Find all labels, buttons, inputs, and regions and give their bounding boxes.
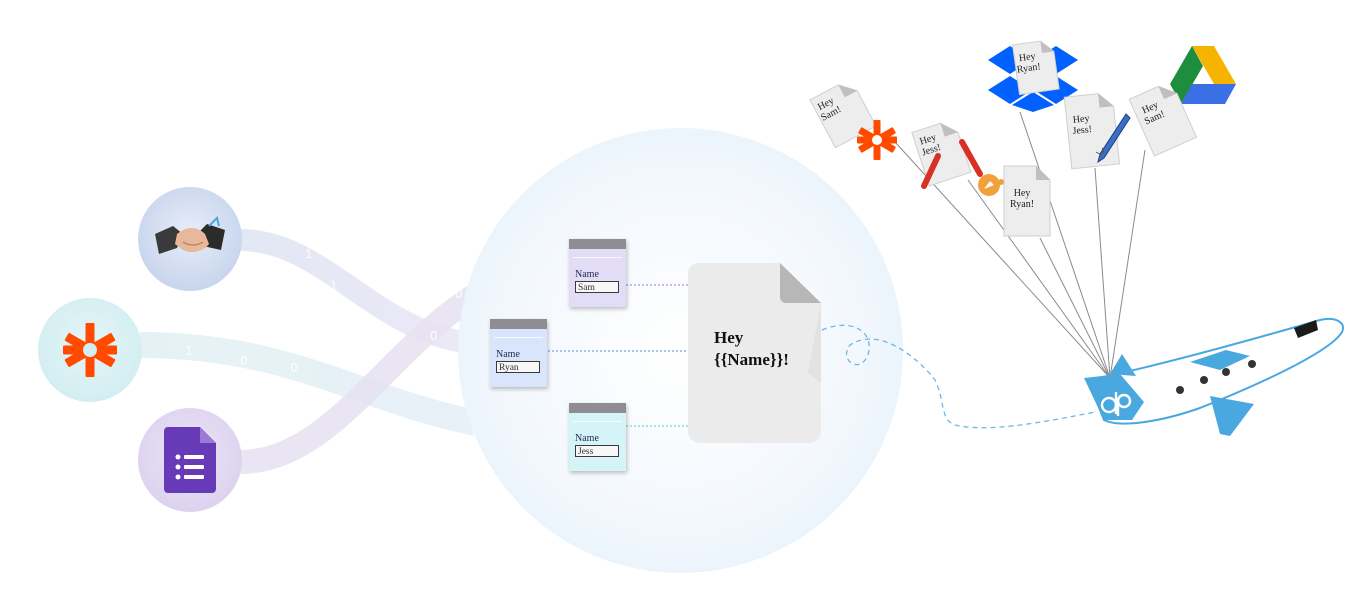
form-card-sam: Name Sam xyxy=(569,239,626,307)
name-field[interactable]: Sam xyxy=(575,281,619,293)
output-doc-6[interactable] xyxy=(1126,78,1206,158)
handshake-icon xyxy=(155,216,225,254)
docusign-pen-icon xyxy=(1095,113,1131,164)
rocket-badge-icon xyxy=(978,174,1004,196)
bit-glyph: 0 xyxy=(240,354,248,368)
bit-glyph: 1 xyxy=(330,279,338,293)
form-divider xyxy=(573,257,622,258)
bit-glyph: 0 xyxy=(290,361,298,375)
form-header-bar xyxy=(490,319,547,329)
output-doc-4-text: Hey Ryan! xyxy=(1010,188,1035,210)
bit-glyph: 1 xyxy=(305,247,313,261)
form-label: Name xyxy=(575,269,599,280)
stream-handshake xyxy=(239,229,496,356)
zapier-asterisk-icon xyxy=(63,323,117,377)
bit-glyph: 0 xyxy=(455,287,463,301)
source-google-forms[interactable] xyxy=(138,408,242,512)
bit-glyph: 1 xyxy=(470,429,478,443)
google-forms-icon xyxy=(164,427,216,493)
source-handshake[interactable] xyxy=(138,187,242,291)
bit-glyph: 0 xyxy=(430,329,438,343)
form-card-jess: Name Jess xyxy=(569,403,626,471)
form-divider xyxy=(573,421,622,422)
gmail-icon xyxy=(921,139,983,189)
bit-glyph: 0 xyxy=(400,419,408,433)
name-field[interactable]: Ryan xyxy=(496,361,540,373)
output-doc-5-text: Hey Jess! xyxy=(1072,113,1093,137)
template-text-line1: Hey xyxy=(714,328,744,347)
form-header-bar xyxy=(569,239,626,249)
name-field[interactable]: Jess xyxy=(575,445,619,457)
form-label: Name xyxy=(575,433,599,444)
google-drive-icon xyxy=(1170,46,1236,104)
output-doc-3[interactable] xyxy=(1006,38,1066,98)
template-document[interactable] xyxy=(688,263,821,443)
form-card-ryan: Name Ryan xyxy=(490,319,547,387)
zapier-asterisk-icon xyxy=(857,120,897,160)
form-header-bar xyxy=(569,403,626,413)
source-zapier[interactable] xyxy=(38,298,142,402)
airplane xyxy=(1084,318,1344,436)
bit-glyph: 1 xyxy=(185,344,193,358)
dp-logo-icon xyxy=(1100,392,1132,416)
form-label: Name xyxy=(496,349,520,360)
output-doc-4[interactable] xyxy=(996,160,1058,242)
template-text-line2: {{Name}}! xyxy=(714,350,789,369)
form-divider xyxy=(494,337,543,338)
output-doc-3-text: Hey Ryan! xyxy=(1016,50,1042,76)
